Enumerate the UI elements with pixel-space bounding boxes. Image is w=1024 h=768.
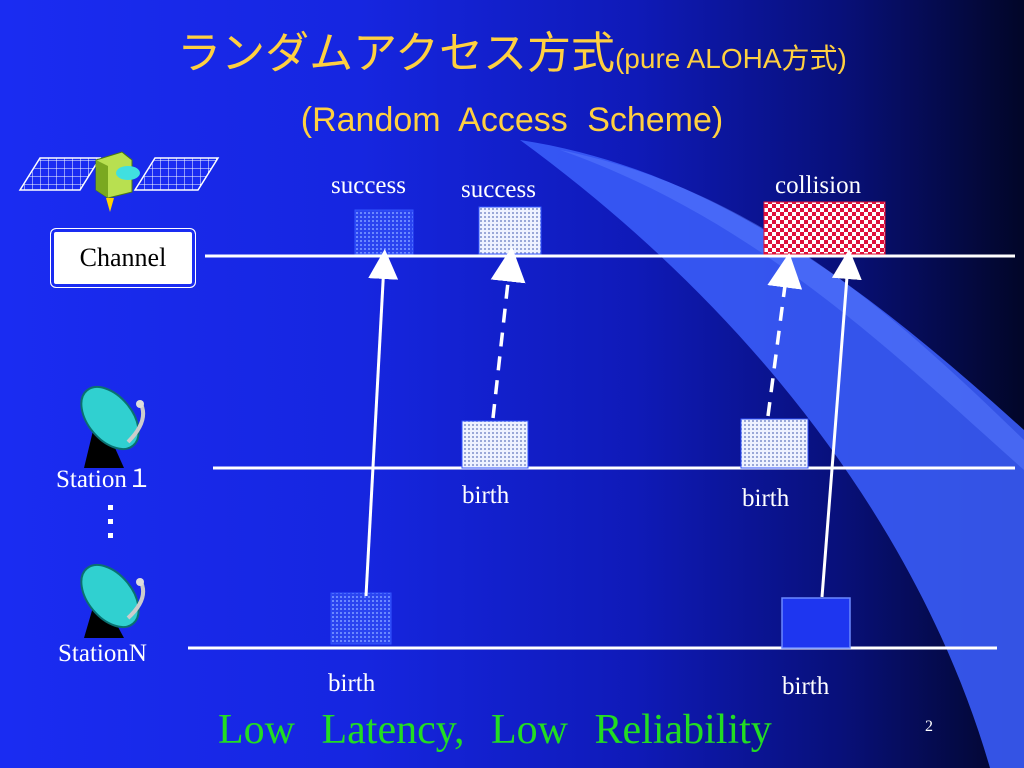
channel-packet-collision	[763, 201, 886, 255]
dish-antenna-icon	[80, 564, 145, 638]
station-n-packet-1	[330, 592, 392, 645]
page-number: 2	[925, 718, 933, 735]
birth-label-station1-2: birth	[742, 485, 790, 512]
title-japanese: ランダムアクセス方式	[177, 28, 615, 79]
arrow-station1-to-collision	[766, 252, 803, 417]
channel-label: Channel	[79, 243, 167, 272]
station-n-packet-2	[781, 597, 851, 649]
arrow-station1-to-success-2	[490, 246, 526, 419]
slide-subtitle: (Random Access Scheme)	[300, 101, 724, 139]
ellipsis-vertical	[108, 505, 120, 547]
station-n-label: StationN	[58, 640, 147, 667]
dish-antenna-icon	[80, 386, 145, 468]
collision-label: collision	[775, 172, 862, 199]
channel-packet-success-1	[354, 209, 414, 255]
slide-title: ランダムアクセス方式(pure ALOHA方式)	[0, 28, 1024, 85]
station-1-packet-2	[740, 418, 809, 469]
summary-text: Low Latency, Low Reliability	[218, 707, 772, 753]
birth-label-station1-1: birth	[462, 482, 510, 509]
birth-label-stationn-2: birth	[782, 673, 830, 700]
arrow-stationn-to-success-1	[364, 249, 399, 597]
birth-label-stationn-1: birth	[328, 670, 376, 697]
station-1-packet-1	[461, 420, 529, 469]
channel-label-box: Channel	[50, 228, 196, 288]
satellite-icon	[18, 151, 220, 212]
success-label-2: success	[461, 176, 536, 203]
station-1-label: Station１	[56, 466, 152, 493]
channel-packet-success-2	[478, 206, 542, 255]
arrow-stationn-to-collision	[820, 249, 862, 598]
title-parenthetical: (pure ALOHA方式)	[614, 43, 847, 74]
success-label-1: success	[331, 172, 406, 199]
